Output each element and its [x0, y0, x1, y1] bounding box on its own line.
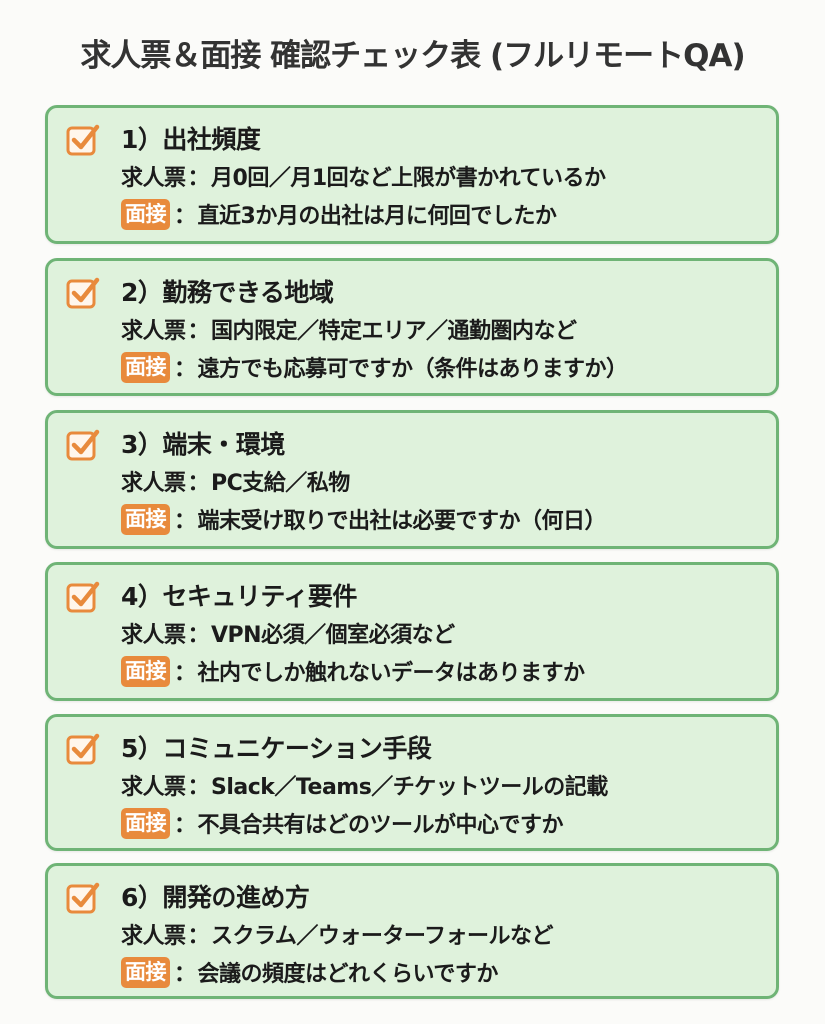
job-posting-row: 求人票：PC支給／私物	[121, 465, 350, 497]
separator: ：	[187, 319, 210, 344]
checklist-card-3: 3）端末・環境 求人票：PC支給／私物 面接：端末受け取りで出社は必要ですか（何…	[45, 410, 779, 549]
job-posting-label: 求人票	[121, 166, 186, 191]
interview-badge: 面接	[121, 198, 170, 230]
checkbox-checked-icon[interactable]	[66, 428, 100, 462]
separator: ：	[187, 166, 210, 191]
interview-row: 面接：直近3か月の出社は月に何回でしたか	[121, 198, 557, 230]
job-posting-label: 求人票	[121, 775, 186, 800]
interview-row: 面接：社内でしか触れないデータはありますか	[121, 655, 585, 687]
job-posting-row: 求人票：Slack／Teams／チケットツールの記載	[121, 769, 608, 801]
job-posting-text: VPN必須／個室必須など	[211, 623, 455, 648]
checkbox-checked-icon[interactable]	[66, 732, 100, 766]
separator: ：	[174, 357, 196, 382]
checklist-card-2: 2）勤務できる地域 求人票：国内限定／特定エリア／通勤圏内など 面接：遠方でも応…	[45, 258, 779, 396]
separator: ：	[174, 509, 196, 534]
interview-text: 社内でしか触れないデータはありますか	[197, 661, 586, 686]
job-posting-text: スクラム／ウォーターフォールなど	[211, 924, 554, 949]
checklist-card-5: 5）コミュニケーション手段 求人票：Slack／Teams／チケットツールの記載…	[45, 714, 779, 851]
job-posting-label: 求人票	[121, 471, 186, 496]
interview-text: 不具合共有はどのツールが中心ですか	[197, 813, 564, 838]
interview-badge: 面接	[121, 807, 170, 839]
interview-text: 端末受け取りで出社は必要ですか（何日）	[197, 509, 607, 534]
separator: ：	[187, 623, 210, 648]
checklist-card-6: 6）開発の進め方 求人票：スクラム／ウォーターフォールなど 面接：会議の頻度はど…	[45, 863, 779, 999]
separator: ：	[174, 661, 196, 686]
job-posting-text: PC支給／私物	[211, 471, 350, 496]
interview-badge: 面接	[121, 956, 170, 988]
item-heading: 6）開発の進め方	[121, 883, 310, 912]
interview-row: 面接：遠方でも応募可ですか（条件はありますか）	[121, 351, 628, 383]
interview-row: 面接：不具合共有はどのツールが中心ですか	[121, 807, 564, 839]
separator: ：	[174, 813, 196, 838]
item-heading: 1）出社頻度	[121, 125, 261, 154]
checklist-card-1: 1）出社頻度 求人票：月0回／月1回など上限が書かれているか 面接：直近3か月の…	[45, 105, 779, 244]
separator: ：	[174, 204, 196, 229]
interview-text: 遠方でも応募可ですか（条件はありますか）	[197, 357, 629, 382]
interview-text: 直近3か月の出社は月に何回でしたか	[197, 204, 557, 229]
job-posting-text: 国内限定／特定エリア／通勤圏内など	[211, 319, 577, 344]
checkbox-checked-icon[interactable]	[66, 881, 100, 915]
separator: ：	[187, 471, 210, 496]
checkbox-checked-icon[interactable]	[66, 276, 100, 310]
job-posting-label: 求人票	[121, 623, 186, 648]
job-posting-text: 月0回／月1回など上限が書かれているか	[211, 166, 606, 191]
job-posting-row: 求人票：スクラム／ウォーターフォールなど	[121, 918, 554, 950]
separator: ：	[174, 962, 196, 987]
item-heading: 3）端末・環境	[121, 430, 285, 459]
page-title: 求人票＆面接 確認チェック表 (フルリモートQA)	[80, 38, 745, 74]
separator: ：	[187, 924, 210, 949]
interview-row: 面接：会議の頻度はどれくらいですか	[121, 956, 498, 988]
job-posting-row: 求人票：VPN必須／個室必須など	[121, 617, 455, 649]
checkbox-checked-icon[interactable]	[66, 123, 100, 157]
item-heading: 5）コミュニケーション手段	[121, 734, 432, 763]
job-posting-label: 求人票	[121, 924, 186, 949]
checklist-card-4: 4）セキュリティ要件 求人票：VPN必須／個室必須など 面接：社内でしか触れない…	[45, 562, 779, 701]
job-posting-text: Slack／Teams／チケットツールの記載	[211, 775, 608, 800]
separator: ：	[187, 775, 210, 800]
job-posting-row: 求人票：月0回／月1回など上限が書かれているか	[121, 160, 606, 192]
interview-badge: 面接	[121, 351, 170, 383]
interview-badge: 面接	[121, 503, 170, 535]
job-posting-label: 求人票	[121, 319, 186, 344]
interview-row: 面接：端末受け取りで出社は必要ですか（何日）	[121, 503, 607, 535]
interview-badge: 面接	[121, 655, 170, 687]
item-heading: 2）勤務できる地域	[121, 278, 334, 307]
item-heading: 4）セキュリティ要件	[121, 582, 357, 611]
interview-text: 会議の頻度はどれくらいですか	[197, 962, 499, 987]
checkbox-checked-icon[interactable]	[66, 580, 100, 614]
job-posting-row: 求人票：国内限定／特定エリア／通勤圏内など	[121, 313, 577, 345]
